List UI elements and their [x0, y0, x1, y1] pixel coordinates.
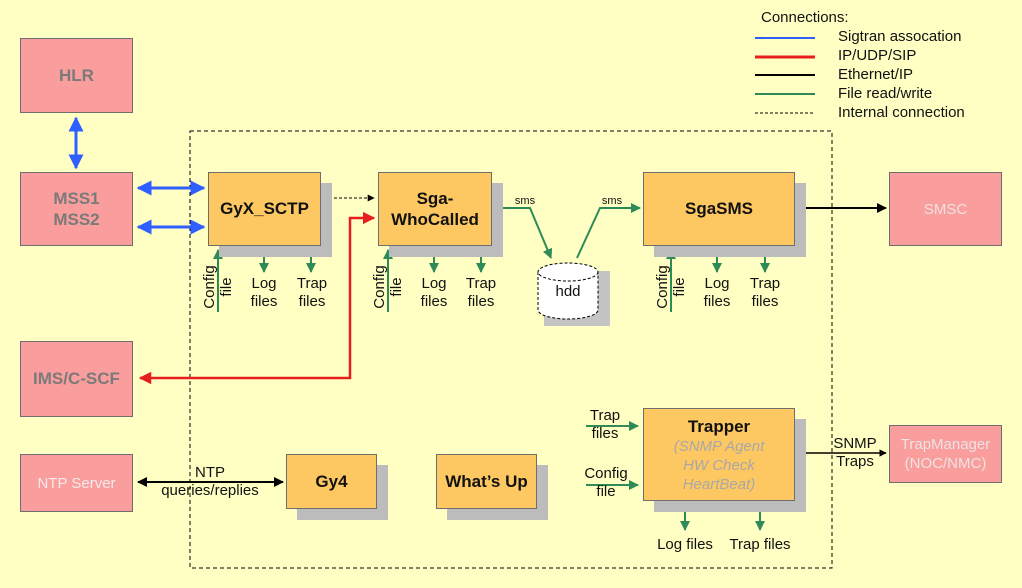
whocalled-log-files-word: files — [420, 293, 448, 310]
trapper-label: Trapper — [687, 416, 751, 436]
sga-whocalled-process: Sga- WhoCalled — [378, 172, 492, 246]
mss2-label: MSS2 — [53, 210, 100, 229]
sgasms-trap-word: Trap — [749, 275, 781, 292]
gyx-config-word: Config — [201, 265, 218, 309]
legend-label-file: File read/write — [838, 85, 933, 102]
sgasms-log-word: Log — [704, 275, 730, 292]
trapper-sub-2: HW Check — [683, 456, 755, 474]
trapper-trap-files-label: Trap files — [729, 536, 791, 553]
whocalled-config-word: Config — [371, 265, 388, 309]
whats-up-process: What’s Up — [436, 454, 537, 509]
gyx-trap-word: Trap — [296, 275, 328, 292]
smsc-label: SMSC — [923, 200, 968, 218]
trapper-process: Trapper (SNMP Agent HW Check HeartBeat) — [643, 408, 795, 501]
trapper-sub-1: (SNMP Agent — [673, 437, 765, 455]
gyx-sctp-label: GyX_SCTP — [220, 199, 309, 218]
hlr-label: HLR — [59, 65, 94, 85]
whocalled-config-file-label: Config file — [371, 262, 405, 312]
legend-label-ethernet: Ethernet/IP — [838, 66, 914, 83]
sgasms-file-word: file — [671, 277, 688, 297]
trapper-sub-3: HeartBeat) — [682, 475, 756, 493]
trapmanager-label: TrapManager — [900, 436, 991, 453]
ip-ims-whocalled — [138, 211, 376, 385]
legend-label-internal: Internal connection — [838, 104, 965, 121]
gyx-trap-files-word: files — [298, 293, 326, 310]
gyx-config-file-label: Config file — [201, 262, 235, 312]
sgasms-label: SgaSMS — [684, 199, 754, 218]
legend-label-ip: IP/UDP/SIP — [838, 47, 917, 64]
sms-label-sgasms: sms — [601, 195, 623, 207]
sgasms-trap-files-word: files — [751, 293, 779, 310]
ims-label: IMS/C-SCF — [33, 369, 120, 388]
whocalled-log-word: Log — [421, 275, 447, 292]
whocalled-trap-files-word: files — [467, 293, 495, 310]
whocalled-trap-word: Trap — [465, 275, 497, 292]
ims-node: IMS/C-SCF — [20, 341, 133, 417]
trapper-log-files-label: Log files — [657, 536, 713, 553]
trapper-trap-in-files-word: files — [591, 425, 619, 442]
file-hdd-sgasms — [576, 203, 641, 259]
whocalled-file-word: file — [388, 277, 405, 297]
file-whocalled-hdd — [494, 207, 553, 259]
gyx-log-files-label: Log files — [246, 275, 282, 311]
gyx-log-word: Log — [251, 275, 277, 292]
hlr-node: HLR — [20, 38, 133, 113]
whats-up-label: What’s Up — [445, 471, 528, 491]
sgasms-log-files-word: files — [703, 293, 731, 310]
whocalled-trap-files-label: Trap files — [462, 275, 500, 311]
sgasms-config-word: Config — [654, 265, 671, 309]
gyx-log-files-word: files — [250, 293, 278, 310]
ntp-queries-word: queries/replies — [161, 482, 259, 499]
mss1-label: MSS1 — [53, 189, 100, 208]
whocalled-log-files-label: Log files — [416, 275, 452, 311]
gyx-file-word: file — [218, 277, 235, 297]
snmp-traps-word: Traps — [836, 453, 874, 470]
trapper-config-word: Config — [584, 465, 628, 482]
ntp-word: NTP — [195, 464, 225, 481]
gy4-label: Gy4 — [315, 471, 348, 491]
gy4-process: Gy4 — [286, 454, 377, 509]
trapper-trap-in-word: Trap — [589, 407, 621, 424]
snmp-edge-label: SNMP Traps — [826, 435, 884, 471]
trapmanager-sub-label: (NOC/NMC) — [904, 455, 987, 472]
trapmanager-node: TrapManager (NOC/NMC) — [889, 425, 1002, 483]
legend-title: Connections: — [761, 9, 849, 26]
smsc-node: SMSC — [889, 172, 1002, 246]
legend-label-sigtran: Sigtran assocation — [838, 28, 962, 45]
ntp-server-label: NTP Server — [37, 474, 116, 492]
trapper-file-word: file — [596, 483, 616, 500]
trapper-trap-files-in-label: Trap files — [584, 407, 626, 443]
mss-node: MSS1 MSS2 — [20, 172, 133, 246]
trapper-config-file-in-label: Config file — [578, 465, 634, 501]
gyx-sctp-process: GyX_SCTP — [208, 172, 321, 246]
sgasms-process: SgaSMS — [643, 172, 795, 246]
hdd-cylinder — [537, 262, 610, 326]
hdd-label: hdd — [555, 283, 581, 300]
snmp-word: SNMP — [833, 435, 877, 452]
ntp-server-node: NTP Server — [20, 454, 133, 512]
sga-whocalled-label-1: Sga- — [416, 189, 454, 208]
ntp-edge-label: NTP queries/replies — [150, 464, 270, 500]
gyx-trap-files-label: Trap files — [293, 275, 331, 311]
sgasms-trap-files-label: Trap files — [746, 275, 784, 311]
sgasms-config-file-label: Config file — [654, 262, 688, 312]
sgasms-log-files-label: Log files — [699, 275, 735, 311]
sms-label-whocalled: sms — [514, 195, 536, 207]
sga-whocalled-label-2: WhoCalled — [391, 210, 479, 229]
